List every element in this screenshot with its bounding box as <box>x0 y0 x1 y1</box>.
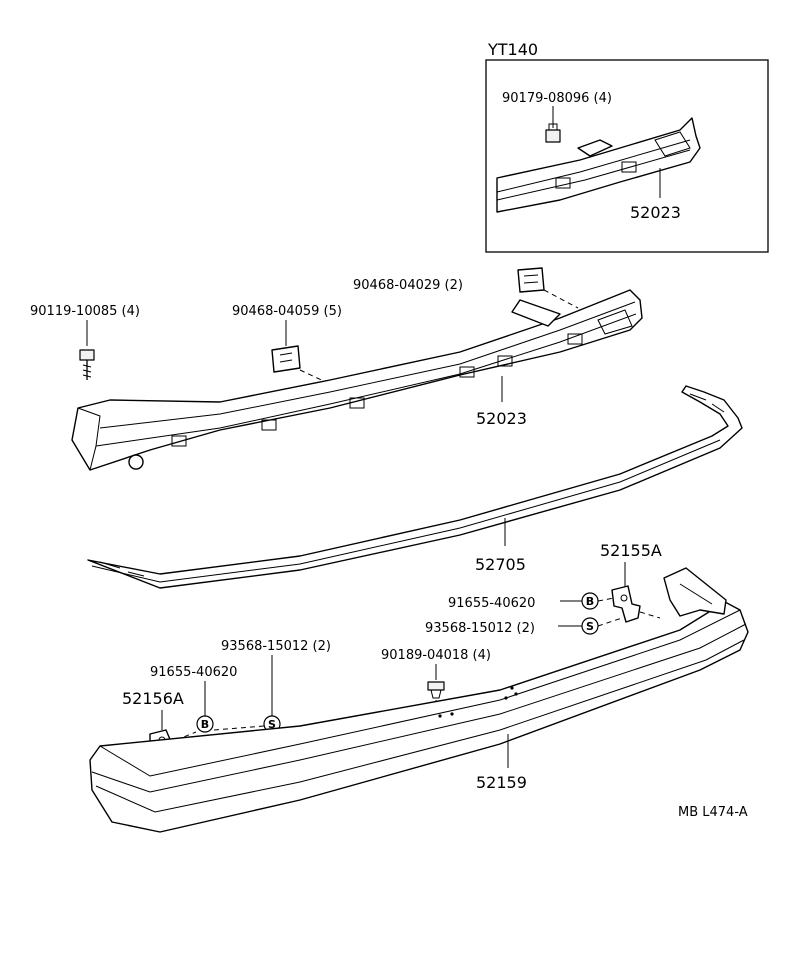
reinforcement-bolt-icon <box>79 349 95 380</box>
inset-reinforcement-part <box>496 117 701 213</box>
left-clip-symbol-text: S <box>268 718 276 731</box>
inset-bolt-label: 90179-08096 (4) <box>502 91 612 106</box>
bracket-center-icon <box>271 345 301 373</box>
moulding-part <box>87 385 743 589</box>
reinforcement-bracket-center-label: 90468-04059 (5) <box>232 304 342 319</box>
left-screw-symbol-text: B <box>201 718 209 731</box>
right-side-group: 52155A 91655-40620 B 93568-15012 (2) S <box>425 541 662 636</box>
bumper-part <box>89 567 749 833</box>
right-clip-symbol: S <box>581 617 599 635</box>
right-screw-label: 91655-40620 <box>448 596 535 611</box>
bumper-fastener-icon <box>427 681 445 699</box>
bumper-group: 90189-04018 (4) 52159 <box>89 567 749 833</box>
left-screw-symbol: B <box>196 715 214 733</box>
right-bracket-dashed-guide <box>639 611 661 619</box>
right-screw-symbol: B <box>581 592 599 610</box>
left-screw-label: 91655-40620 <box>150 665 237 680</box>
right-support-part-icon <box>611 585 641 623</box>
right-screw-dashed-guide <box>597 597 615 602</box>
reinforcement-bolt-label: 90119-10085 (4) <box>30 304 140 319</box>
bracket-right-icon <box>517 267 545 293</box>
right-clip-label: 93568-15012 (2) <box>425 621 535 636</box>
left-clip-dashed-guide <box>213 725 265 731</box>
right-support-label: 52155A <box>600 541 662 560</box>
reinforcement-part <box>71 289 643 471</box>
left-clip-label: 93568-15012 (2) <box>221 639 331 654</box>
right-clip-dashed-guide <box>597 617 623 627</box>
inset-model-label: YT140 <box>487 40 538 59</box>
reinforcement-bracket-right-label: 90468-04029 (2) <box>353 278 463 293</box>
reinforcement-group: 90119-10085 (4) 90468-04059 (5) 90468-04… <box>30 267 643 471</box>
bracket-right-dashed-guide <box>543 289 579 309</box>
left-support-label: 52156A <box>122 689 184 708</box>
diagram-code: MB L474-A <box>678 805 748 820</box>
moulding-part-label: 52705 <box>475 555 526 574</box>
inset-bolt-icon <box>545 123 561 143</box>
bumper-fastener-label: 90189-04018 (4) <box>381 648 491 663</box>
right-clip-symbol-text: S <box>586 620 594 633</box>
inset-frame <box>485 59 769 253</box>
inset-panel: YT140 90179-08096 (4) 52023 <box>485 40 769 253</box>
right-screw-symbol-text: B <box>586 595 594 608</box>
reinforcement-part-label: 52023 <box>476 409 527 428</box>
moulding-group: 52705 <box>87 385 743 589</box>
inset-part-label: 52023 <box>630 203 681 222</box>
bumper-part-label: 52159 <box>476 773 527 792</box>
